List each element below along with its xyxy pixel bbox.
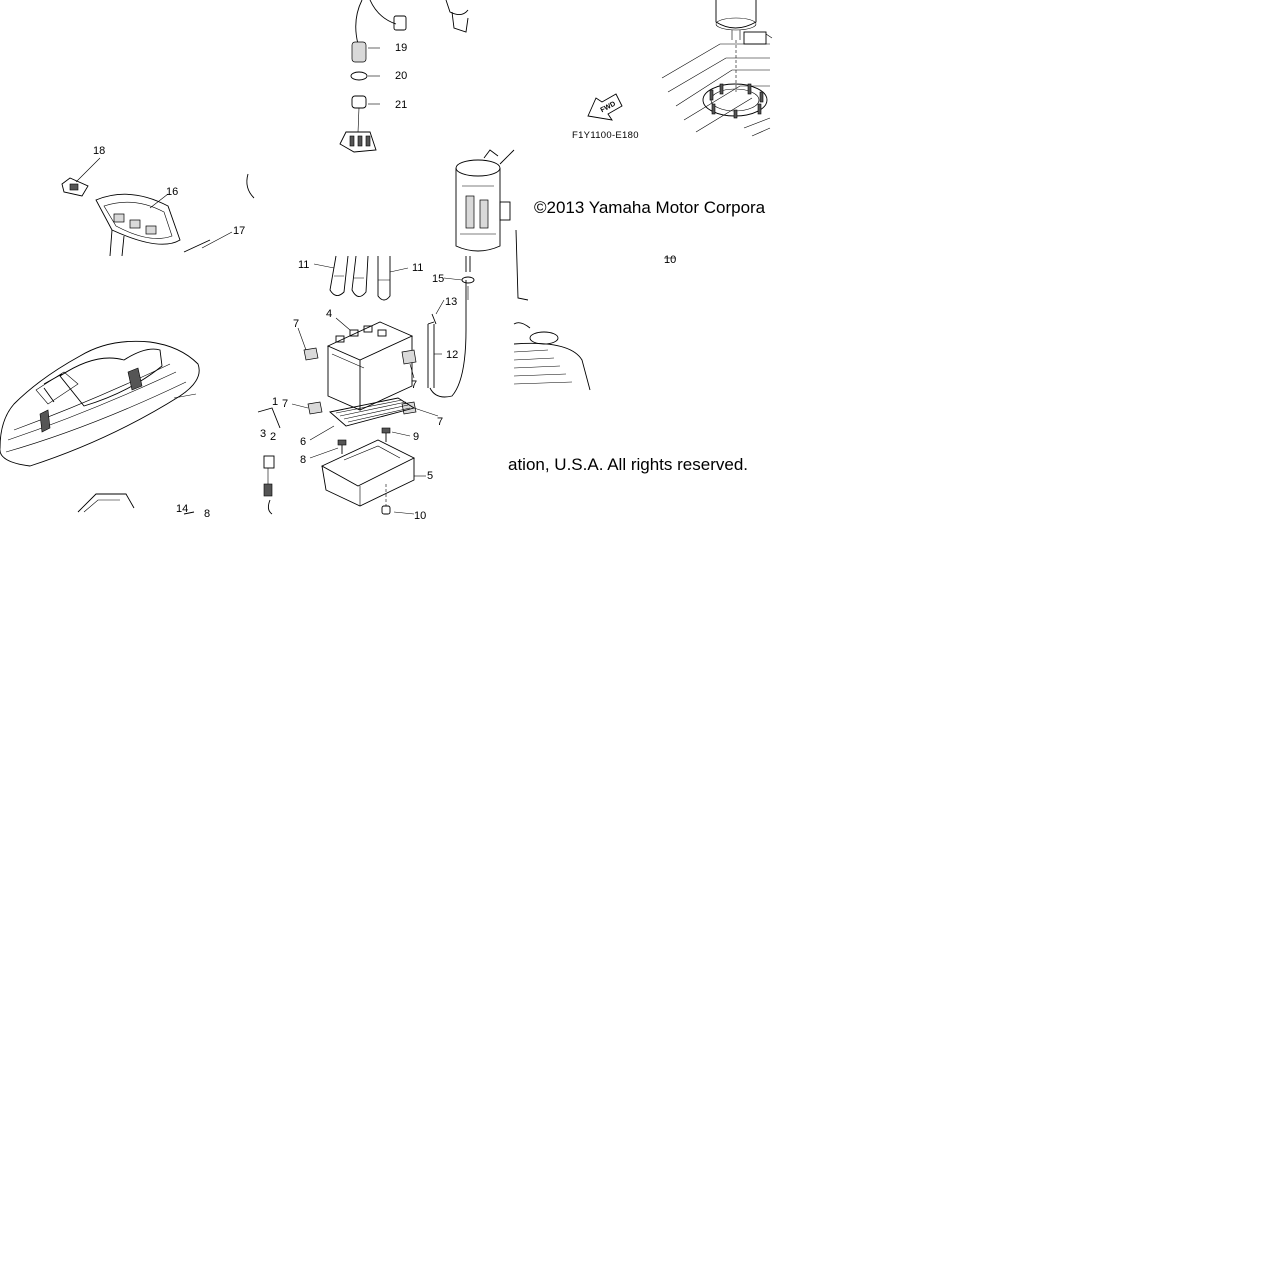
callout-14: 14 [176,503,188,515]
callout-8: 8 [300,454,306,466]
callout-11: 11 [298,259,309,271]
callout-4: 4 [326,308,332,320]
battery-box-drawing [321,439,416,515]
battery-leads-drawing [257,407,281,515]
copyright-line-1: ©2013 Yamaha Motor Corpora [534,198,774,218]
fwd-arrow-icon: FWD [587,93,623,121]
meter-unit-drawing [61,173,255,257]
battery-drawing [326,321,414,411]
callout-18: 18 [93,145,105,157]
callout-7: 7 [282,398,288,410]
callout-17: 17 [233,225,245,237]
callout-7: 7 [293,318,299,330]
hull-mount-drawing [661,0,773,137]
callout-3: 3 [260,428,266,440]
callout-12: 12 [446,349,458,361]
callout-10: 10 [414,510,426,522]
callout-13: 13 [445,296,457,308]
fuel-pump-drawing [455,149,529,301]
pads-drawing [303,347,417,415]
callout-16: 16 [166,186,178,198]
callout-6: 6 [300,436,306,448]
callout-2: 2 [270,431,276,443]
fuel-tank-drawing [513,257,676,391]
callout-10: 10 [664,254,676,266]
callout-21: 21 [395,99,407,111]
callout-1: 1 [272,396,278,408]
bracket-drawing [77,493,195,515]
callout-5: 5 [427,470,433,482]
callout-15: 15 [432,273,444,285]
callout-8: 8 [204,508,210,520]
bolts-drawing [337,427,391,454]
callout-9: 9 [413,431,419,443]
fwd-label: FWD [600,101,617,115]
vent-pipe-drawing [427,280,467,398]
callout-11: 11 [412,262,423,274]
callout-7: 7 [411,379,417,391]
part-code: F1Y1100-E180 [572,130,639,141]
callout-numbers: 1 2 3 4 5 6 7 7 7 7 8 9 10 10 11 11 12 1… [93,42,676,522]
callout-20: 20 [395,70,407,82]
callout-7: 7 [437,416,443,428]
callout-leaders [75,47,463,515]
copyright-line-2: ation, U.S.A. All rights reserved. [506,455,748,475]
battery-bands-drawing [329,255,391,301]
watercraft-drawing [0,340,200,467]
wire-harness-drawing [339,0,469,153]
callout-19: 19 [395,42,407,54]
